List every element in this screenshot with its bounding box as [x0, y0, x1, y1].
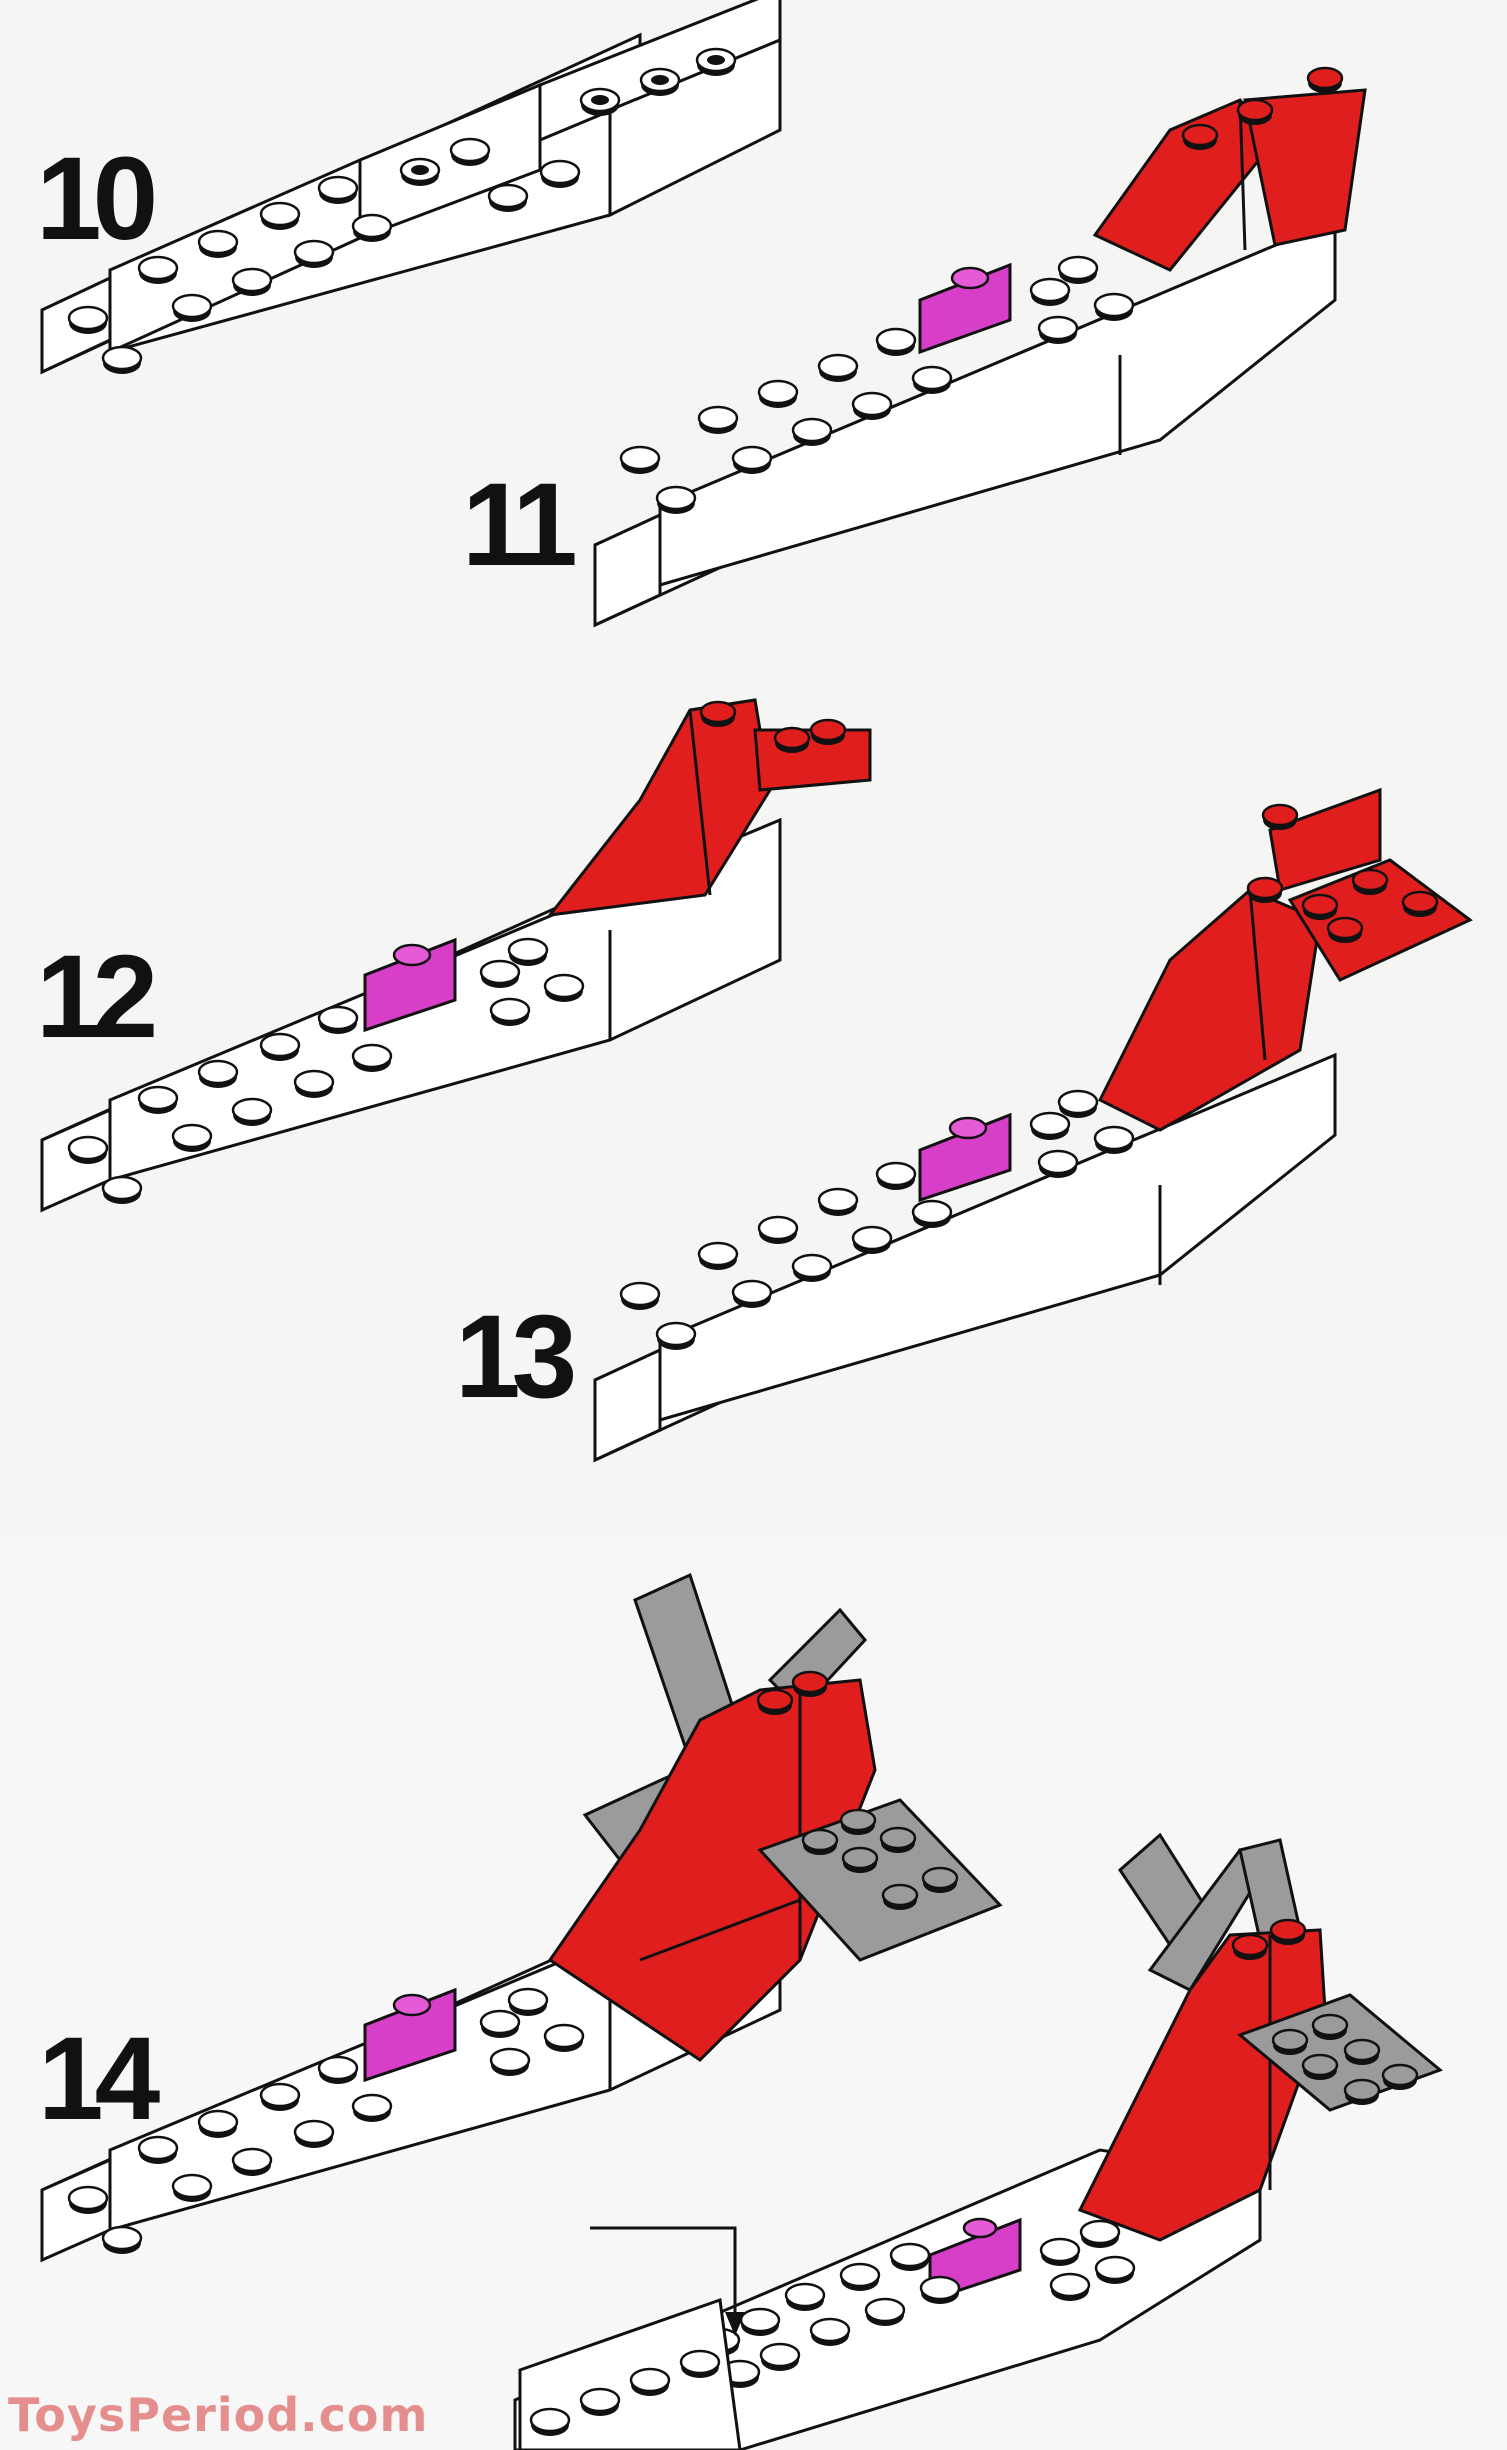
- step-12-model: [40, 698, 872, 1213]
- step-number-14: 14: [38, 2013, 160, 2145]
- step-number-11: 11: [462, 459, 578, 591]
- step-number-13: 13: [455, 1291, 577, 1423]
- step-13-model: [593, 787, 1473, 1463]
- step-11-model: [593, 66, 1367, 628]
- step-number-10: 10: [36, 133, 158, 265]
- step-10-model: [40, 0, 782, 376]
- step-14-subassembly: [513, 1832, 1443, 2450]
- watermark: ToysPeriod.com: [8, 2388, 429, 2442]
- step-14-model: [40, 1572, 1003, 2263]
- step-number-12: 12: [36, 931, 158, 1063]
